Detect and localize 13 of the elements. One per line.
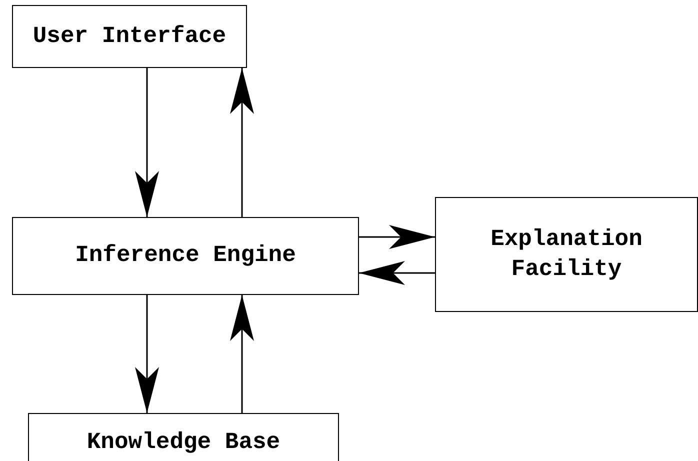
arrow	[230, 68, 254, 217]
arrow	[135, 68, 159, 217]
arrow	[135, 295, 159, 413]
arrow	[230, 295, 254, 413]
process-box	[12, 5, 247, 68]
box-label: Knowledge Base	[86, 428, 280, 457]
process-box	[435, 197, 698, 312]
arrow	[359, 261, 435, 285]
process-box	[12, 217, 359, 295]
arrow	[359, 225, 435, 249]
box-label: Inference Engine	[75, 241, 296, 270]
box-label: Explanation Facility	[490, 224, 644, 284]
box-label: User Interface	[32, 22, 226, 51]
